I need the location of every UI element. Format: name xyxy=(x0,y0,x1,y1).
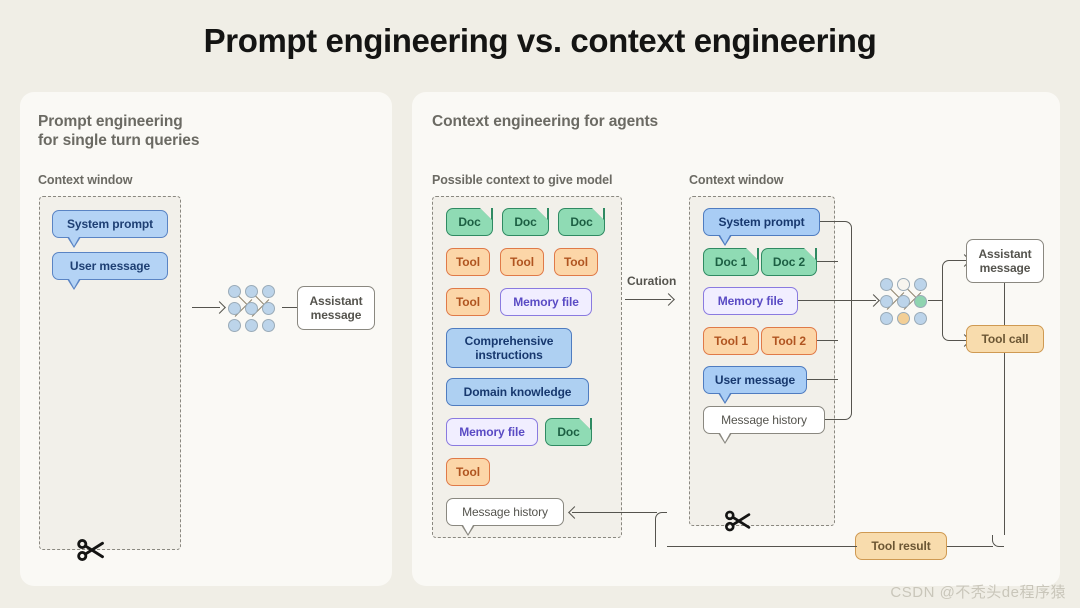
right-panel-title: Context engineering for agents xyxy=(432,113,659,130)
cw-card-doc-1[interactable]: Doc 1 xyxy=(703,248,759,276)
left-context-window-label: Context window xyxy=(38,173,133,187)
left-wire-model-to-output xyxy=(282,307,310,309)
bus-corner-4 xyxy=(838,340,852,379)
left-panel-title-line1: Prompt engineering xyxy=(38,113,183,130)
cw-card-message-history[interactable]: Message history xyxy=(703,406,825,434)
bus-stub-user-message xyxy=(807,379,838,381)
left-output-assistant-message[interactable]: Assistant message xyxy=(297,286,375,330)
ctx-card-tool-3[interactable]: Tool xyxy=(554,248,598,276)
bus-corner-5 xyxy=(838,379,852,420)
wire-to-assistant xyxy=(954,260,966,262)
doc-fold-inner-4 xyxy=(579,418,590,429)
ctx-card-message-history[interactable]: Message history xyxy=(446,498,564,526)
wire-feedback-corner xyxy=(655,512,667,547)
wire-toolresult-corner-right xyxy=(992,535,1004,547)
left-output-line2: message xyxy=(310,308,362,322)
scissors-icon-right xyxy=(725,510,751,532)
left-output-line1: Assistant xyxy=(309,294,363,308)
wire-toolcall-down xyxy=(1004,353,1006,535)
cw-card-tool-1[interactable]: Tool 1 xyxy=(703,327,759,355)
model-out-corner-down xyxy=(942,300,954,341)
wire-feedback-to-history xyxy=(572,512,657,514)
bus-stub-system-prompt xyxy=(820,221,844,223)
left-card-system-prompt[interactable]: System prompt xyxy=(52,210,168,238)
curation-arrowhead xyxy=(662,293,675,306)
ctx-card-memory-file-1[interactable]: Memory file xyxy=(500,288,592,316)
panel-prompt-engineering: Prompt engineering for single turn queri… xyxy=(20,92,392,586)
right-context-window-label: Context window xyxy=(689,173,784,187)
wire-assistant-to-toolcall xyxy=(1004,283,1006,326)
page-title: Prompt engineering vs. context engineeri… xyxy=(203,22,877,59)
ctx-message-history-tail-fill xyxy=(463,525,473,534)
left-wire-ctx-to-model xyxy=(192,307,220,309)
wire-to-tool-call xyxy=(954,340,966,342)
left-arrowhead-to-model xyxy=(213,301,226,314)
ctx-card-memory-file-2[interactable]: Memory file xyxy=(446,418,538,446)
doc-fold-inner-1 xyxy=(480,208,491,219)
bus-stub-doc2 xyxy=(817,261,838,263)
cw-card-memory-file[interactable]: Memory file xyxy=(703,287,798,315)
model-out-corner-up xyxy=(942,260,954,301)
ctx-card-domain-knowledge[interactable]: Domain knowledge xyxy=(446,378,589,406)
cw-card-user-message[interactable]: User message xyxy=(703,366,807,394)
bus-corner-3 xyxy=(838,300,852,340)
left-user-message-tail-fill xyxy=(69,279,79,288)
bus-corner-2 xyxy=(838,261,852,300)
left-context-window xyxy=(39,196,181,550)
cw-doc-fold-inner-1 xyxy=(746,248,757,259)
curation-label: Curation xyxy=(627,274,677,288)
curation-wire xyxy=(625,299,671,301)
doc-fold-inner-3 xyxy=(592,208,603,219)
ctx-card-tool-1[interactable]: Tool xyxy=(446,248,490,276)
bus-stub-memory xyxy=(798,300,852,302)
bus-stub-tool2 xyxy=(817,340,838,342)
tool-result-box[interactable]: Tool result xyxy=(855,532,947,560)
cw-card-tool-2[interactable]: Tool 2 xyxy=(761,327,817,355)
model-out-wire xyxy=(928,300,942,302)
cw-system-prompt-tail-fill xyxy=(720,235,730,244)
watermark: CSDN @不秃头de程序猿 xyxy=(890,584,1066,601)
left-panel-title: Prompt engineering for single turn queri… xyxy=(38,112,199,150)
doc-fold-inner-2 xyxy=(536,208,547,219)
bus-corner-1 xyxy=(838,221,852,261)
output-assistant-message[interactable]: Assistant message xyxy=(966,239,1044,283)
bus-stub-message-history xyxy=(825,419,838,421)
output-assistant-line2: message xyxy=(979,261,1031,275)
right-context-window xyxy=(689,196,835,526)
ctx-card-comprehensive-instructions[interactable]: Comprehensive instructions xyxy=(446,328,572,368)
output-assistant-line1: Assistant xyxy=(978,247,1032,261)
wire-toolresult-left xyxy=(667,546,857,548)
bus-to-model-wire xyxy=(852,300,876,302)
scissors-icon xyxy=(77,538,104,562)
possible-context-label: Possible context to give model xyxy=(432,173,613,187)
bus-to-model-arrowhead xyxy=(867,294,880,307)
left-system-prompt-tail-fill xyxy=(69,237,79,246)
ctx-card-tool-4[interactable]: Tool xyxy=(446,288,490,316)
cw-message-history-tail-fill xyxy=(720,433,730,442)
neural-network-icon-right xyxy=(879,277,927,325)
ctx-card-tool-5[interactable]: Tool xyxy=(446,458,490,486)
output-tool-call[interactable]: Tool call xyxy=(966,325,1044,353)
left-card-user-message[interactable]: User message xyxy=(52,252,168,280)
ctx-card-doc-3[interactable]: Doc xyxy=(558,208,605,236)
left-panel-title-line2: for single turn queries xyxy=(38,132,200,149)
neural-network-icon xyxy=(227,284,275,332)
cw-doc-fold-inner-2 xyxy=(804,248,815,259)
wire-toolresult-right xyxy=(923,546,993,548)
cw-user-message-tail-fill xyxy=(720,393,730,402)
ctx-card-tool-2[interactable]: Tool xyxy=(500,248,544,276)
panel-context-engineering: Context engineering for agents Possible … xyxy=(412,92,1060,586)
cw-card-system-prompt[interactable]: System prompt xyxy=(703,208,820,236)
